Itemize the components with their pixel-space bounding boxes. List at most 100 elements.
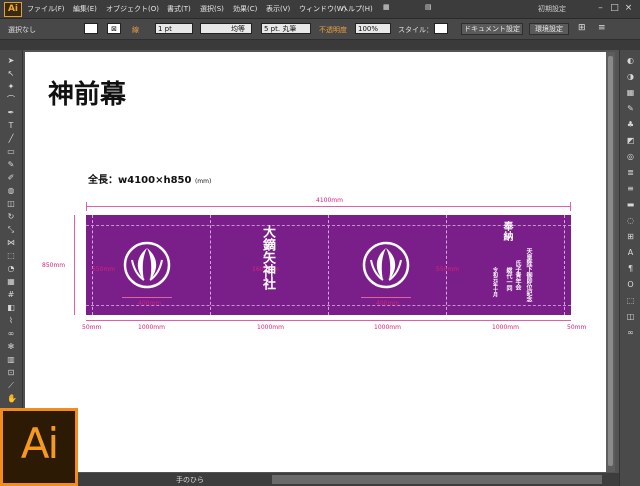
pathfinder-panel-icon[interactable]: ◫ bbox=[626, 312, 635, 321]
line-tool-icon[interactable]: ╱ bbox=[8, 134, 14, 143]
symbol-sprayer-tool-icon[interactable]: ✻ bbox=[7, 342, 15, 351]
graphic-styles-icon[interactable]: ◩ bbox=[626, 136, 635, 145]
direct-selection-tool-icon[interactable]: ↖ bbox=[7, 69, 15, 78]
layers-panel-icon[interactable]: ≣ bbox=[627, 168, 634, 177]
menu-file[interactable]: ファイル(F) bbox=[27, 5, 65, 13]
paintbrush-tool-icon[interactable]: ✎ bbox=[7, 160, 15, 169]
shrine-name[interactable]: 大鏑矢神社 bbox=[260, 225, 275, 290]
total-width-label[interactable]: 4100mm bbox=[316, 197, 343, 204]
segment-label-2[interactable]: 1000mm bbox=[257, 324, 284, 331]
menu-type[interactable]: 書式(T) bbox=[167, 5, 191, 13]
color-panel-icon[interactable]: ◐ bbox=[627, 56, 634, 65]
menu-object[interactable]: オブジェクト(O) bbox=[106, 5, 159, 13]
eyedropper-tool-icon[interactable]: ⌇ bbox=[9, 316, 13, 325]
eraser-tool-icon[interactable]: ◫ bbox=[7, 199, 15, 208]
menu-help[interactable]: ヘルプ(H) bbox=[341, 5, 373, 13]
transparency-panel-icon[interactable]: ◌ bbox=[627, 216, 634, 225]
artboard-tool-icon[interactable]: ⊡ bbox=[7, 368, 15, 377]
graphic-style-swatch[interactable] bbox=[434, 23, 448, 34]
lasso-tool-icon[interactable]: ⌒ bbox=[7, 95, 15, 104]
crest-1-size[interactable]: 400mm bbox=[138, 300, 162, 307]
height-line[interactable] bbox=[74, 215, 75, 315]
overall-dimension-label[interactable]: 全長：w4100×h850 (mm) bbox=[88, 171, 211, 186]
stroke-weight-field[interactable]: 1 pt bbox=[155, 23, 193, 34]
inner-width-center[interactable]: 1600mm bbox=[252, 266, 279, 273]
width-tool-icon[interactable]: ⋈ bbox=[7, 238, 15, 247]
total-width-line[interactable] bbox=[86, 206, 571, 207]
menu-view[interactable]: 表示(V) bbox=[266, 5, 291, 13]
links-panel-icon[interactable]: ∞ bbox=[627, 328, 634, 337]
crest-2-size[interactable]: 400mm bbox=[376, 300, 400, 307]
date-line[interactable]: 令和元年十月 bbox=[492, 267, 498, 297]
stroke-label[interactable]: 線 bbox=[132, 26, 139, 34]
donor-line-2[interactable]: 総代一同 bbox=[505, 267, 512, 291]
horizontal-scrollbar[interactable] bbox=[272, 475, 602, 484]
paragraph-panel-icon[interactable]: ¶ bbox=[627, 264, 634, 273]
pen-tool-icon[interactable]: ✒ bbox=[7, 108, 15, 117]
inner-height-left[interactable]: 550mm bbox=[92, 266, 116, 273]
column-graph-tool-icon[interactable]: ▥ bbox=[7, 355, 15, 364]
current-tool-status[interactable]: 手のひら bbox=[176, 476, 204, 484]
dedication-text[interactable]: 天皇陛下御即位記念 bbox=[525, 248, 532, 302]
transform-panel-icon[interactable]: ⬚ bbox=[626, 296, 635, 305]
menu-edit[interactable]: 編集(E) bbox=[73, 5, 97, 13]
document-setup-button[interactable]: ドキュメント設定 bbox=[461, 23, 523, 35]
perspective-grid-tool-icon[interactable]: ▦ bbox=[7, 277, 15, 286]
shrine-banner[interactable]: 550mm 1600mm 550mm 400mm 400mm 大鏑矢神社 奉納 … bbox=[86, 215, 571, 315]
brush-select[interactable]: 5 pt. 丸筆 bbox=[261, 23, 311, 34]
menu-window[interactable]: ウィンドウ(W) bbox=[299, 5, 347, 13]
control-panel-menu-icon[interactable]: ≡ bbox=[598, 23, 606, 33]
segment-baseline[interactable] bbox=[86, 320, 571, 321]
family-crest-1[interactable] bbox=[122, 240, 172, 290]
segment-label-3[interactable]: 1000mm bbox=[374, 324, 401, 331]
align-icon[interactable]: ⊞ bbox=[578, 23, 586, 33]
blob-brush-tool-icon[interactable]: ◍ bbox=[7, 186, 15, 195]
close-icon[interactable]: × bbox=[624, 3, 633, 13]
color-guide-icon[interactable]: ◑ bbox=[627, 72, 634, 81]
menu-select[interactable]: 選択(S) bbox=[200, 5, 224, 13]
type-tool-icon[interactable]: T bbox=[8, 121, 14, 130]
hand-tool-icon[interactable]: ✋ bbox=[7, 394, 17, 403]
arrange-documents-icon[interactable]: ▤ bbox=[425, 3, 432, 11]
free-transform-tool-icon[interactable]: ⬚ bbox=[7, 251, 15, 260]
opacity-field[interactable]: 100% bbox=[355, 23, 391, 34]
shape-builder-tool-icon[interactable]: ◔ bbox=[7, 264, 15, 273]
offering-text[interactable]: 奉納 bbox=[501, 221, 512, 241]
scale-tool-icon[interactable]: ⤡ bbox=[7, 225, 15, 234]
stroke-profile-select[interactable]: 均等 bbox=[200, 23, 252, 34]
fill-swatch[interactable] bbox=[84, 23, 98, 34]
rotate-tool-icon[interactable]: ↻ bbox=[7, 212, 15, 221]
gradient-tool-icon[interactable]: ◧ bbox=[7, 303, 15, 312]
height-label[interactable]: 850mm bbox=[42, 262, 66, 269]
segment-label-4[interactable]: 1000mm bbox=[492, 324, 519, 331]
align-panel-icon[interactable]: ⊞ bbox=[627, 232, 634, 241]
stroke-swatch[interactable]: ⊠ bbox=[107, 23, 121, 34]
margin-right-label[interactable]: 50mm bbox=[567, 324, 587, 331]
appearance-panel-icon[interactable]: ◎ bbox=[627, 152, 634, 161]
slice-tool-icon[interactable]: ⟋ bbox=[8, 381, 14, 390]
swatches-panel-icon[interactable]: ▦ bbox=[626, 88, 635, 97]
blend-tool-icon[interactable]: ∞ bbox=[7, 329, 15, 338]
brushes-panel-icon[interactable]: ✎ bbox=[627, 104, 634, 113]
donor-line-1[interactable]: 氏子青年会 bbox=[514, 260, 521, 290]
bridge-icon[interactable]: ▦ bbox=[383, 3, 390, 11]
selection-tool-icon[interactable]: ➤ bbox=[7, 56, 15, 65]
vertical-scroll-thumb[interactable] bbox=[608, 56, 613, 466]
workspace-switcher[interactable]: 初期設定 bbox=[538, 5, 566, 13]
magic-wand-tool-icon[interactable]: ✦ bbox=[7, 82, 15, 91]
maximize-icon[interactable]: □ bbox=[610, 3, 619, 13]
document-tab-strip[interactable] bbox=[0, 40, 640, 50]
minimize-icon[interactable]: – bbox=[598, 3, 603, 13]
menu-effect[interactable]: 効果(C) bbox=[233, 5, 258, 13]
margin-left-label[interactable]: 50mm bbox=[82, 324, 102, 331]
opentype-panel-icon[interactable]: O bbox=[627, 280, 634, 289]
mesh-tool-icon[interactable]: # bbox=[7, 290, 15, 299]
document-title[interactable]: 神前幕 bbox=[48, 80, 127, 110]
family-crest-2[interactable] bbox=[361, 240, 411, 290]
segment-label-1[interactable]: 1000mm bbox=[138, 324, 165, 331]
character-panel-icon[interactable]: A bbox=[627, 248, 634, 257]
gradient-panel-icon[interactable]: ▬ bbox=[626, 200, 635, 209]
symbols-panel-icon[interactable]: ♣ bbox=[626, 120, 635, 129]
inner-height-right[interactable]: 550mm bbox=[436, 266, 460, 273]
rectangle-tool-icon[interactable]: ▭ bbox=[7, 147, 15, 156]
